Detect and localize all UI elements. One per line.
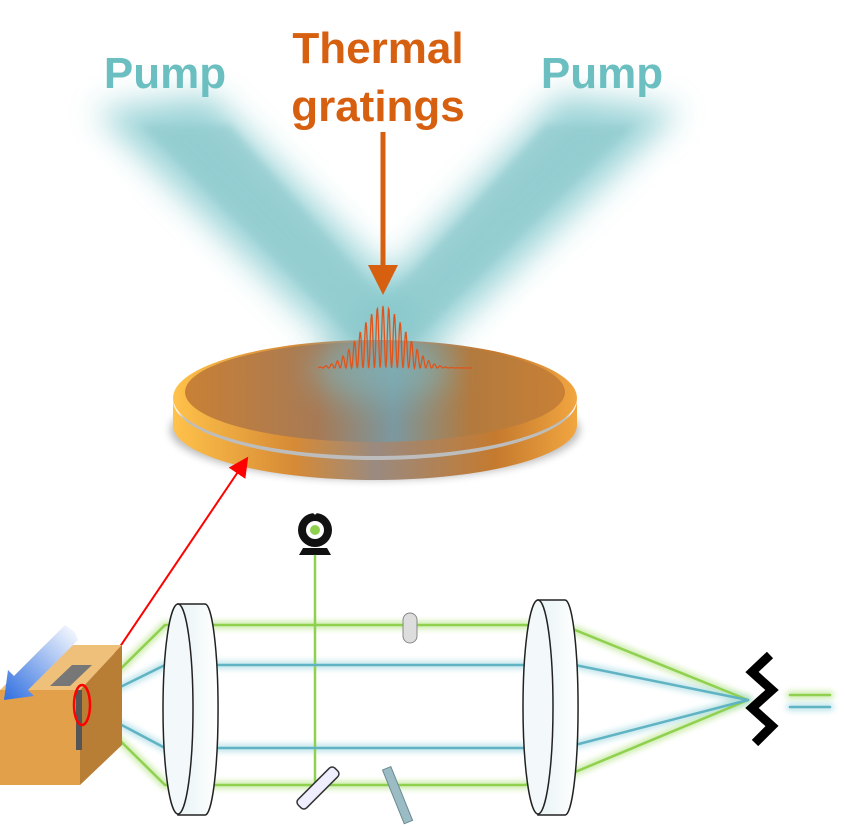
thermal-label-line1: Thermal (292, 24, 463, 73)
lens-right (522, 599, 579, 816)
lens-left (162, 603, 219, 816)
sample-disk (170, 340, 580, 480)
zigzag-detector-icon (745, 651, 779, 747)
thermal-label-line2: gratings (291, 82, 465, 131)
small-lens (402, 612, 418, 644)
mirror (381, 765, 414, 825)
beam-splitter-mirror (296, 766, 340, 810)
pump-left-label: Pump (104, 49, 226, 98)
thermal-grating-curve (317, 305, 472, 371)
sample-block (0, 645, 122, 785)
translation-arrow-icon (4, 625, 78, 700)
pump-right-label: Pump (541, 49, 663, 98)
webcam-icon (298, 511, 332, 555)
pump-beam-cores (140, 125, 635, 345)
